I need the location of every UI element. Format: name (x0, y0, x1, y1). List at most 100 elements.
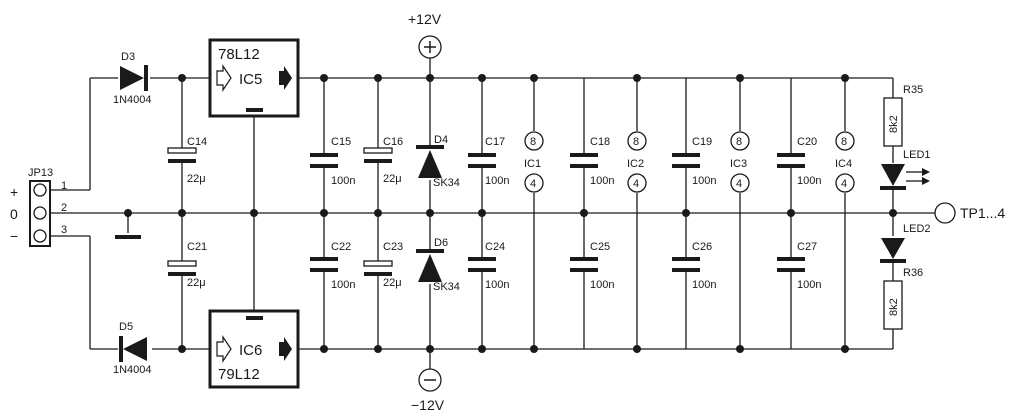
c14-ref: C14 (187, 136, 207, 148)
ic1-pins: 8 IC1 4 (524, 131, 544, 193)
r36-value: 8k2 (888, 298, 900, 316)
pin-label-3: 3 (61, 224, 67, 236)
c25-ref: C25 (590, 241, 610, 253)
led-led2: LED2 (880, 223, 931, 263)
ic3-pin-top: 8 (736, 136, 742, 148)
led2-label: LED2 (903, 223, 931, 235)
led1-label: LED1 (903, 149, 931, 161)
diode-d6: D6 SK34 (416, 237, 460, 293)
c24-value: 100n (485, 279, 509, 291)
c23-ref: C23 (383, 241, 403, 253)
cap-c27: C27 100n (777, 241, 821, 291)
ic4-pin-bottom: 4 (841, 178, 847, 190)
ic4-pin-top: 8 (841, 136, 847, 148)
ic2-pins: 8 IC2 4 (627, 131, 647, 193)
c23-value: 22μ (383, 277, 402, 289)
sign-zero: 0 (10, 206, 18, 222)
c20-ref: C20 (797, 136, 817, 148)
led-led1: LED1 (880, 149, 931, 190)
pin-label-2: 2 (61, 202, 67, 214)
c19-ref: C19 (692, 136, 712, 148)
c21-ref: C21 (187, 241, 207, 253)
c17-value: 100n (485, 175, 509, 187)
ic6-part: 79L12 (218, 366, 260, 383)
resistor-r36: 8k2 R36 (883, 267, 923, 330)
cap-c25: C25 100n (570, 241, 614, 291)
ic4-ref: IC4 (835, 158, 852, 170)
cap-c15: C15 100n (310, 136, 355, 187)
c15-ref: C15 (331, 136, 351, 148)
d4-value: SK34 (433, 177, 460, 189)
ic3-pins: 8 IC3 4 (730, 131, 750, 193)
c15-value: 100n (331, 175, 355, 187)
c20-value: 100n (797, 175, 821, 187)
ic5-ref: IC5 (239, 71, 262, 88)
c22-value: 100n (331, 279, 355, 291)
cap-c20: C20 100n (777, 136, 821, 187)
rail-negative-label: −12V (411, 397, 445, 413)
c16-ref: C16 (383, 136, 403, 148)
resistor-r35: 8k2 R35 (883, 84, 923, 147)
diode-d4: D4 SK34 (416, 134, 460, 189)
ic4-pins: 8 IC4 4 (835, 131, 855, 193)
junction-dots (124, 74, 897, 353)
ic2-ref: IC2 (627, 158, 644, 170)
c18-ref: C18 (590, 136, 610, 148)
c16-value: 22μ (383, 173, 402, 185)
r35-value: 8k2 (888, 115, 900, 133)
c17-ref: C17 (485, 136, 505, 148)
c24-ref: C24 (485, 241, 505, 253)
ic1-pin-bottom: 4 (530, 178, 536, 190)
rail-positive-label: +12V (408, 11, 442, 27)
ic5-part: 78L12 (218, 46, 260, 63)
c27-value: 100n (797, 279, 821, 291)
c14-value: 22μ (187, 173, 206, 185)
pin-label-1: 1 (61, 180, 67, 192)
connector-name: JP13 (28, 167, 53, 179)
c27-ref: C27 (797, 241, 817, 253)
cap-c22: C22 100n (310, 241, 355, 291)
cap-c23: C23 22μ (363, 241, 403, 289)
r35-ref: R35 (903, 84, 923, 96)
c19-value: 100n (692, 175, 716, 187)
rail-negative: −12V (411, 368, 445, 413)
cap-c21: C21 22μ (167, 241, 207, 289)
ic2-pin-top: 8 (633, 136, 639, 148)
cap-c18: C18 100n (570, 136, 614, 187)
c25-value: 100n (590, 279, 614, 291)
cap-c26: C26 100n (672, 241, 716, 291)
c26-ref: C26 (692, 241, 712, 253)
ic2-pin-bottom: 4 (633, 178, 639, 190)
d6-ref: D6 (434, 237, 448, 249)
ic6-ref: IC6 (239, 342, 262, 359)
d3-value: 1N4004 (113, 94, 152, 106)
ic1-ref: IC1 (524, 158, 541, 170)
sign-plus: + (10, 184, 18, 200)
wires (48, 58, 935, 369)
sign-minus: − (10, 228, 18, 244)
ic1-pin-top: 8 (530, 136, 536, 148)
c21-value: 22μ (187, 277, 206, 289)
testpoint-label: TP1...4 (960, 205, 1005, 221)
ic3-ref: IC3 (730, 158, 747, 170)
r36-ref: R36 (903, 267, 923, 279)
cap-c24: C24 100n (468, 241, 509, 291)
rail-positive: +12V (408, 11, 442, 59)
diode-d3: D3 1N4004 (113, 51, 152, 106)
cap-c14: C14 22μ (167, 136, 207, 185)
cap-c17: C17 100n (468, 136, 509, 187)
d3-ref: D3 (121, 51, 135, 63)
d5-ref: D5 (119, 321, 133, 333)
cap-c19: C19 100n (672, 136, 716, 187)
c18-value: 100n (590, 175, 614, 187)
cap-c16: C16 22μ (363, 136, 403, 185)
c26-value: 100n (692, 279, 716, 291)
ic3-pin-bottom: 4 (736, 178, 742, 190)
d6-value: SK34 (433, 281, 460, 293)
regulator-ic5: 78L12 IC5 (208, 38, 300, 118)
d4-ref: D4 (434, 134, 448, 146)
diode-d5: D5 1N4004 (113, 321, 152, 376)
c22-ref: C22 (331, 241, 351, 253)
